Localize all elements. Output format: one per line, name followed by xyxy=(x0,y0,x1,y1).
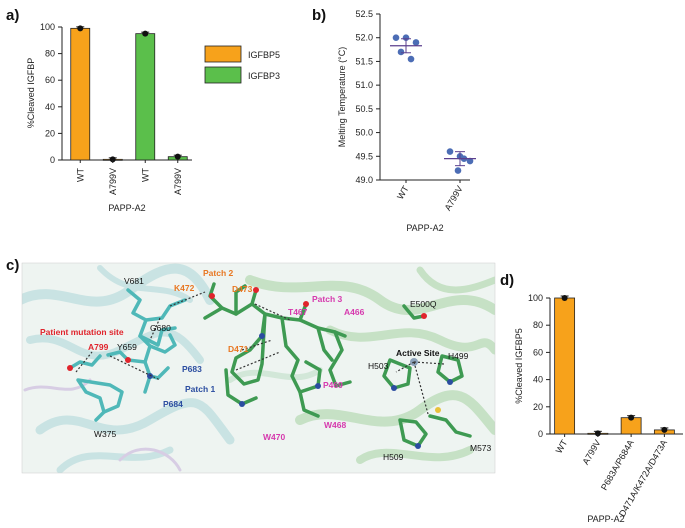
chart-b-xtick-label: A799V xyxy=(443,184,465,212)
chart-a-xtick-label: A799V xyxy=(173,168,183,195)
label-w470: W470 xyxy=(263,432,285,442)
label-patch1: Patch 1 xyxy=(185,384,216,394)
panel-label-b: b) xyxy=(312,7,326,24)
chart-d-point xyxy=(628,414,635,421)
label-patient-site: Patient mutation site xyxy=(40,327,124,337)
label-d471: D471 xyxy=(228,344,249,354)
label-w468: W468 xyxy=(324,420,346,430)
label-a799: A799 xyxy=(88,342,109,352)
chart-b-point xyxy=(466,157,474,165)
structure-image: V681 K472 Patch 2 D473 Patch 3 T467 A466… xyxy=(21,262,496,474)
chart-d-ytick-label: 0 xyxy=(538,429,543,439)
chart-a-point xyxy=(142,30,149,37)
chart-a-ytick-label: 20 xyxy=(45,128,55,138)
legend-label-igfbp3: IGFBP3 xyxy=(248,71,280,81)
chart-b-ytick-label: 52.0 xyxy=(355,33,373,43)
chart-a-xtick-label: WT xyxy=(140,168,150,182)
label-e500q: E500Q xyxy=(410,299,437,309)
chart-d-ytick-label: 20 xyxy=(533,402,543,412)
chart-b-point xyxy=(454,167,462,174)
chart-d-xtick-label: WT xyxy=(554,438,570,456)
chart-d-ytick-label: 100 xyxy=(528,293,543,303)
chart-b-ytick-label: 51.5 xyxy=(355,56,373,66)
chart-b-point xyxy=(407,55,415,63)
chart-a-ytick-label: 80 xyxy=(45,49,55,59)
chart-a-bar xyxy=(135,33,156,161)
chart-b-ytick-label: 50.5 xyxy=(355,104,373,114)
label-patch3: Patch 3 xyxy=(312,294,343,304)
chart-d-xtick-label: A799V xyxy=(580,438,602,466)
chart-b-point xyxy=(446,148,454,155)
label-p683: P683 xyxy=(182,364,202,374)
chart-b-ytick-label: 51.0 xyxy=(355,80,373,90)
chart-b-xtick-label: WT xyxy=(395,184,411,202)
label-m573: M573 xyxy=(470,443,492,453)
legend-swatch-igfbp5 xyxy=(204,45,242,63)
panel-label-d: d) xyxy=(500,272,514,289)
chart-d-xtick-label: P683A/P684A xyxy=(599,438,636,492)
chart-d-xlabel: PAPP-A2 xyxy=(587,514,624,524)
chart-d-ytick-label: 60 xyxy=(533,347,543,357)
chart-d-bar xyxy=(554,297,576,435)
chart-b: 49.0 49.5 50.0 50.5 51.0 51.5 52.0 52.5 WT A799V… xyxy=(337,9,476,233)
chart-d-point xyxy=(561,295,568,301)
label-g680: G680 xyxy=(150,323,171,333)
chart-a-xtick-label: WT xyxy=(75,168,85,182)
label-v681: V681 xyxy=(124,276,144,286)
chart-a-ytick-label: 60 xyxy=(45,75,55,85)
panel-label-a: a) xyxy=(6,7,19,24)
chart-b-xlabel: PAPP-A2 xyxy=(406,223,443,233)
label-w375: W375 xyxy=(94,429,116,439)
chart-a-xtick-label: A799V xyxy=(108,168,118,195)
chart-d-point xyxy=(594,430,601,437)
chart-b-ytick-label: 50.0 xyxy=(355,128,373,138)
label-h509: H509 xyxy=(383,452,404,462)
chart-d-ylabel: %Cleaved IGFBP5 xyxy=(514,328,524,404)
chart-a-xlabel: PAPP-A2 xyxy=(108,203,145,213)
label-t467: T467 xyxy=(288,307,308,317)
label-p469: P469 xyxy=(323,380,343,390)
chart-a-ylabel: %Cleaved IGFBP xyxy=(26,58,36,129)
legend-swatch-igfbp3 xyxy=(204,66,242,84)
chart-b-ylabel: Melting Temperature (°C) xyxy=(337,47,347,147)
chart-a-point xyxy=(174,153,181,160)
label-k472: K472 xyxy=(174,283,195,293)
chart-a: 0 20 40 60 80 100 WT A799V WT A799V %Cleaved IGF… xyxy=(26,22,280,213)
chart-b-point xyxy=(397,48,405,56)
label-d473: D473 xyxy=(232,284,253,294)
label-y659: Y659 xyxy=(117,342,137,352)
chart-d-ytick-label: 80 xyxy=(533,320,543,330)
label-a466: A466 xyxy=(344,307,365,317)
chart-b-ytick-label: 52.5 xyxy=(355,9,373,19)
chart-b-point xyxy=(412,39,420,46)
chart-b-point xyxy=(392,34,400,42)
chart-a-point xyxy=(109,156,116,163)
chart-a-ytick-label: 40 xyxy=(45,102,55,112)
chart-d-ytick-label: 40 xyxy=(533,375,543,385)
label-p684: P684 xyxy=(163,399,183,409)
label-h503: H503 xyxy=(368,361,389,371)
label-h499: H499 xyxy=(448,351,469,361)
chart-a-bar xyxy=(70,27,91,161)
chart-b-ytick-label: 49.5 xyxy=(355,151,373,161)
chart-a-ytick-label: 100 xyxy=(40,22,55,32)
chart-d-point xyxy=(661,426,668,433)
chart-b-point xyxy=(402,34,410,42)
chart-b-ytick-label: 49.0 xyxy=(355,175,373,185)
legend-label-igfbp5: IGFBP5 xyxy=(248,50,280,60)
panel-label-c: c) xyxy=(6,257,19,274)
chart-a-point xyxy=(77,25,84,32)
chart-a-ytick-label: 0 xyxy=(50,155,55,165)
label-active-site: Active Site xyxy=(396,348,440,358)
label-patch2: Patch 2 xyxy=(203,268,234,278)
